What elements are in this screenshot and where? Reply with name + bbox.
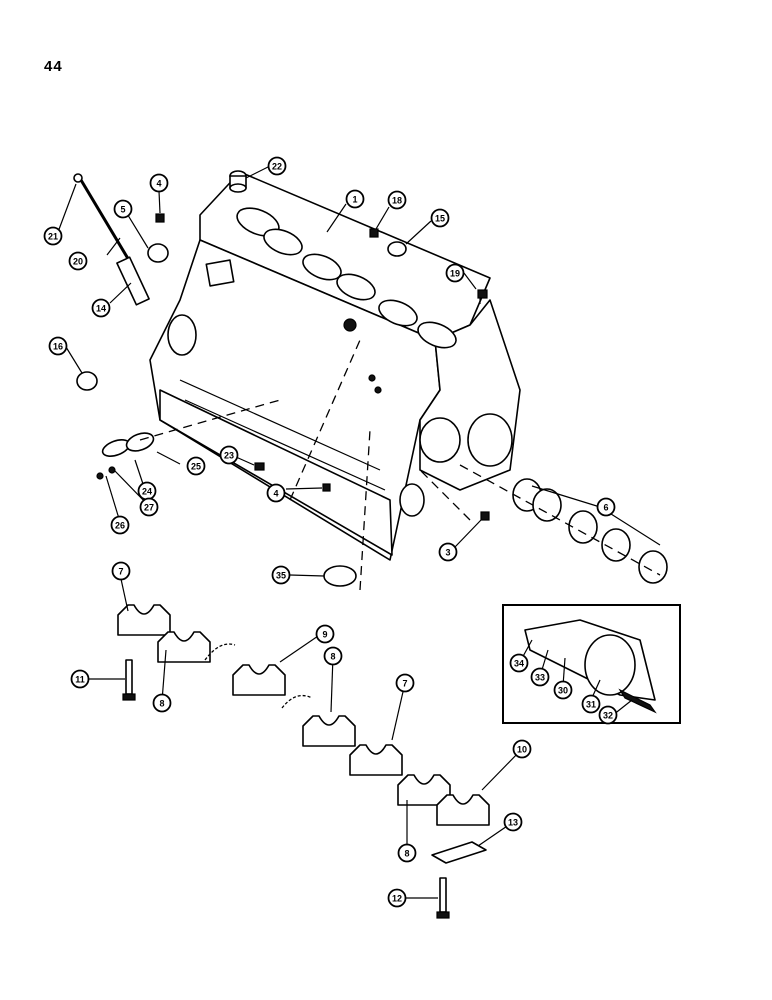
callout-label: 35 xyxy=(276,571,286,581)
callout-label: 30 xyxy=(558,686,568,696)
callout-label: 27 xyxy=(144,503,154,513)
callout-18: 18 xyxy=(387,190,407,210)
plug-part-15 xyxy=(387,241,407,257)
callout-label: 7 xyxy=(402,679,407,689)
callout-label: 4 xyxy=(156,179,161,189)
callout-15: 15 xyxy=(430,208,450,228)
callout-label: 25 xyxy=(191,462,201,472)
bolt-part-12 xyxy=(436,877,450,919)
callout-8: 8 xyxy=(397,843,417,863)
callout-label: 33 xyxy=(535,673,545,683)
callout-22: 22 xyxy=(267,156,287,176)
callout-4: 4 xyxy=(149,173,169,193)
callout-label: 5 xyxy=(120,205,125,215)
dipstick-tube xyxy=(73,173,150,306)
callout-13: 13 xyxy=(503,812,523,832)
callout-label: 22 xyxy=(272,162,282,172)
callout-label: 32 xyxy=(603,711,613,721)
engine-block xyxy=(149,171,521,561)
callout-label: 24 xyxy=(142,487,152,497)
plug-part-35 xyxy=(323,565,357,587)
callout-label: 12 xyxy=(392,894,402,904)
callout-label: 1 xyxy=(352,195,357,205)
callout-label: 11 xyxy=(75,675,85,685)
callout-label: 34 xyxy=(514,659,524,669)
callout-label: 20 xyxy=(73,257,83,267)
callout-label: 3 xyxy=(445,548,450,558)
callout-label: 8 xyxy=(330,652,335,662)
camshaft-bushings-part-6 xyxy=(512,478,668,584)
callout-label: 6 xyxy=(603,503,608,513)
callout-10: 10 xyxy=(512,739,532,759)
callout-23: 23 xyxy=(219,445,239,465)
callout-11: 11 xyxy=(70,669,90,689)
callout-25: 25 xyxy=(186,456,206,476)
nut-part-3 xyxy=(480,511,490,521)
callout-9: 9 xyxy=(315,624,335,644)
callout-20: 20 xyxy=(68,251,88,271)
callout-7: 7 xyxy=(111,561,131,581)
callout-label: 8 xyxy=(159,699,164,709)
callout-16: 16 xyxy=(48,336,68,356)
callout-label: 18 xyxy=(392,196,402,206)
fitting-part-19 xyxy=(477,289,488,304)
lock-plate-part-13 xyxy=(431,841,487,864)
callout-label: 9 xyxy=(322,630,327,640)
plug-part-16 xyxy=(76,371,98,391)
bolt-part-11 xyxy=(122,659,136,701)
fitting-part-23 xyxy=(254,462,265,471)
callout-1: 1 xyxy=(345,189,365,209)
callout-3: 3 xyxy=(438,542,458,562)
callout-label: 10 xyxy=(517,745,527,755)
callout-30: 30 xyxy=(553,680,573,700)
callout-33: 33 xyxy=(530,667,550,687)
callout-label: 31 xyxy=(586,700,596,710)
callout-8: 8 xyxy=(152,693,172,713)
callout-24: 24 xyxy=(137,481,157,501)
callout-8: 8 xyxy=(323,646,343,666)
callout-27: 27 xyxy=(139,497,159,517)
callouts: 1344567788891011121314151618192021222324… xyxy=(43,156,618,908)
callout-12: 12 xyxy=(387,888,407,908)
callout-26: 26 xyxy=(110,515,130,535)
callout-14: 14 xyxy=(91,298,111,318)
callout-4: 4 xyxy=(266,483,286,503)
callout-21: 21 xyxy=(43,226,63,246)
page-number: 44 xyxy=(44,58,63,75)
leader-lines xyxy=(57,165,661,899)
callout-19: 19 xyxy=(445,263,465,283)
callout-label: 15 xyxy=(435,214,445,224)
callout-32: 32 xyxy=(598,705,618,725)
plug-part-22 xyxy=(229,170,247,193)
cover-and-gasket xyxy=(96,432,155,480)
callout-label: 16 xyxy=(53,342,63,352)
expansion-plug-part-5 xyxy=(147,243,169,263)
callout-label: 8 xyxy=(404,849,409,859)
callout-6: 6 xyxy=(596,497,616,517)
assembly-lines xyxy=(139,339,661,591)
callout-label: 19 xyxy=(450,269,460,279)
callout-31: 31 xyxy=(581,694,601,714)
callout-7: 7 xyxy=(395,673,415,693)
callout-35: 35 xyxy=(271,565,291,585)
callout-label: 7 xyxy=(118,567,123,577)
callout-label: 21 xyxy=(48,232,58,242)
callout-34: 34 xyxy=(509,653,529,673)
callout-label: 14 xyxy=(96,304,106,314)
callout-label: 23 xyxy=(224,451,234,461)
nut-part-4-lower xyxy=(322,483,331,492)
callout-label: 13 xyxy=(508,818,518,828)
callout-label: 26 xyxy=(115,521,125,531)
bearing-caps xyxy=(117,604,490,826)
callout-5: 5 xyxy=(113,199,133,219)
nut-part-4-upper xyxy=(155,213,165,223)
nut-part-18 xyxy=(369,228,379,238)
callout-label: 4 xyxy=(273,489,278,499)
